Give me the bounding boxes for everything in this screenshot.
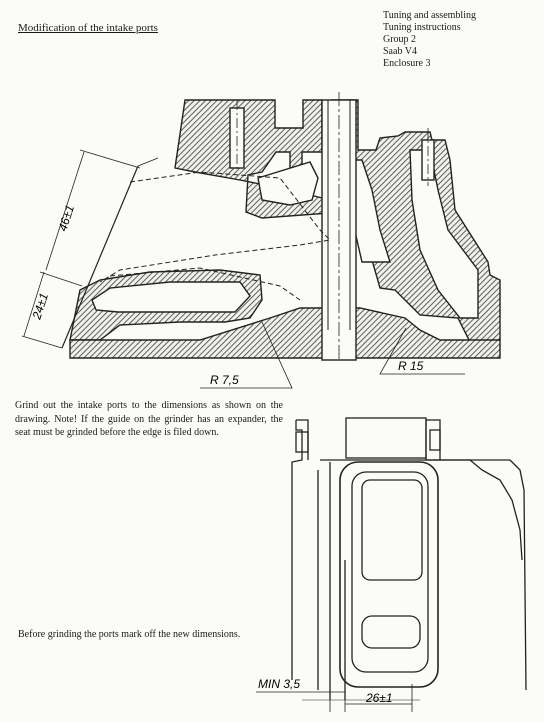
header-line: Tuning instructions	[383, 22, 461, 33]
radius-label: R 15	[398, 359, 424, 373]
header-line: Saab V4	[383, 46, 417, 57]
dimension-label: 24±1	[29, 291, 51, 322]
radius-label: R 7,5	[210, 373, 239, 387]
instruction-paragraph: Grind out the intake ports to the dimens…	[15, 400, 283, 438]
dimension-label: 46±1	[56, 203, 78, 233]
instruction-paragraph: Before grinding the ports mark off the n…	[18, 629, 241, 640]
header-line: Enclosure 3	[383, 58, 431, 69]
dimension-label: MIN 3,5	[258, 677, 300, 691]
page-title: Modification of the intake ports	[18, 22, 158, 34]
header-line: Tuning and assembling	[383, 10, 476, 21]
header-line: Group 2	[383, 34, 417, 45]
document-header: Tuning and assembling Tuning instruction…	[383, 10, 476, 70]
cylinder-head-section-drawing	[21, 92, 501, 389]
dimension-label: 26±1	[365, 691, 393, 705]
intake-port-face-drawing	[256, 417, 527, 712]
